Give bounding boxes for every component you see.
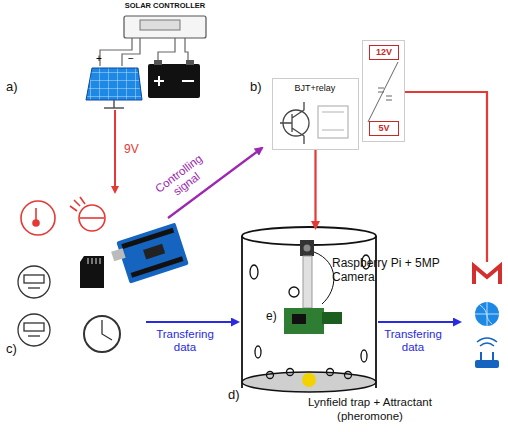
node-box: BJT+relay — [272, 78, 359, 150]
voltage-in: 12V — [369, 45, 399, 60]
node-box: SOLAR CONTROLLER — [116, 1, 216, 39]
svg-text:−: − — [128, 53, 134, 64]
trap-label: Lynfield trap + Attractant (pheromone) — [300, 396, 440, 424]
panel-letter: e) — [266, 310, 277, 324]
node-box: 12V 5V — [362, 40, 405, 142]
signal-label: Controlling signal — [150, 150, 215, 208]
transfer-label: Transfering data — [382, 328, 444, 354]
panel-letter: b) — [250, 80, 262, 95]
controller-heading: SOLAR CONTROLLER — [116, 1, 214, 10]
power-arrow — [314, 150, 316, 228]
panel-letter: d) — [228, 388, 240, 403]
relay-label: BJT+relay — [273, 83, 357, 94]
transfer-label: Transfering data — [154, 328, 216, 354]
panel-letter: a) — [6, 80, 18, 95]
svg-text:+: + — [96, 53, 102, 64]
device-label: Raspberry Pi + 5MP Camera — [332, 256, 440, 285]
voltage-label: 9V — [124, 143, 139, 157]
voltage-out: 5V — [369, 121, 399, 136]
panel-letter: c) — [6, 342, 17, 357]
